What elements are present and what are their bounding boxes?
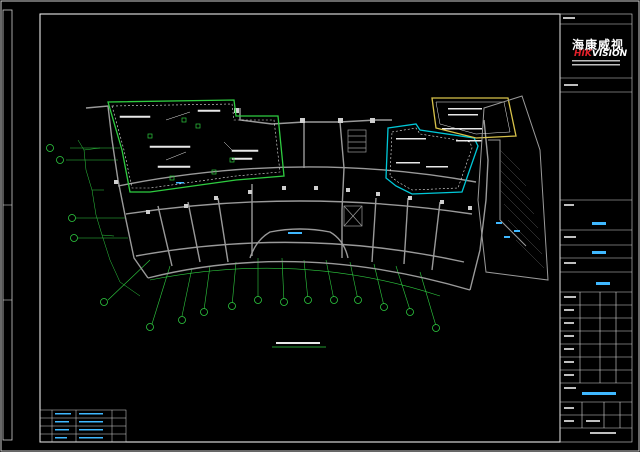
zone-left-annotations xyxy=(119,109,259,168)
title-block-small-text xyxy=(563,17,620,434)
title-block xyxy=(559,13,633,443)
brand-logo-en-suffix: VISION xyxy=(591,49,628,59)
right-wing-hatch xyxy=(499,149,545,269)
building-walls xyxy=(85,105,489,291)
title-block-cyan-fields xyxy=(582,222,616,395)
brand-logo-en-prefix: HIK xyxy=(574,49,592,59)
stair-core xyxy=(343,129,367,227)
zone-yellow-outline xyxy=(431,97,517,139)
legend-table-text xyxy=(55,413,103,439)
brand-logo-cn: 海康威视 xyxy=(572,38,625,52)
small-cyan-labels xyxy=(176,182,302,234)
left-margin-strip xyxy=(2,9,13,441)
axis-bubbles xyxy=(46,144,440,332)
zone-yellow-text xyxy=(448,108,482,116)
legend-table xyxy=(39,409,127,443)
zone-right-annotations xyxy=(396,128,482,168)
zone-left-outline xyxy=(107,99,285,193)
plan-title-underline xyxy=(272,342,326,348)
dimension-chain-left xyxy=(77,139,141,297)
axis-grid-lines xyxy=(66,147,441,327)
right-wing-cyan-marks xyxy=(496,222,520,238)
column-markers xyxy=(114,108,472,214)
brand-logo-en: HIKVISION xyxy=(574,49,627,59)
right-wing xyxy=(477,95,549,281)
zone-left-devices xyxy=(147,117,235,181)
zone-right-outline xyxy=(385,123,479,195)
